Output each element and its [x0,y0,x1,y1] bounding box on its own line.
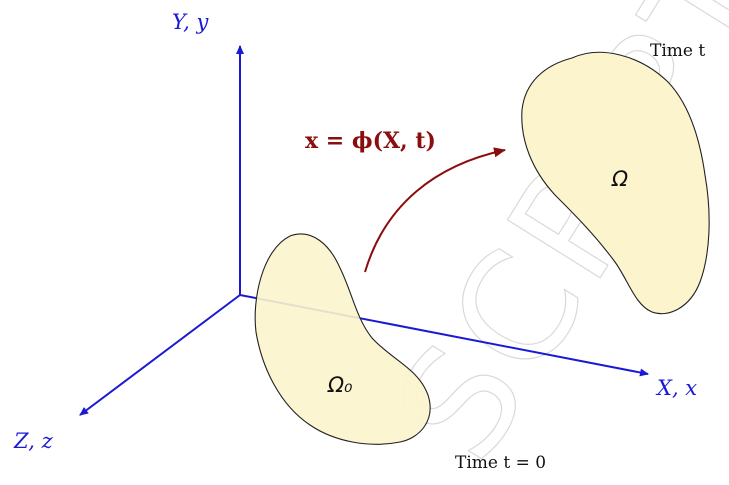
z-axis-label: Z, z [13,429,54,453]
current-time-label: Time t [650,41,705,61]
reference-region-shape [254,233,431,445]
reference-region-label: Ω₀ [327,373,353,397]
x-axis-label: X, x [655,376,697,400]
mapping-label: x = ϕ(X, t) [305,128,436,154]
reference-time-label: Time t = 0 [455,453,546,473]
mapping-arrow [364,147,506,273]
y-axis-label: Y, y [172,10,210,34]
current-region-label: Ω [611,167,628,191]
current-region-shape [521,51,710,315]
z-axis [79,294,241,416]
